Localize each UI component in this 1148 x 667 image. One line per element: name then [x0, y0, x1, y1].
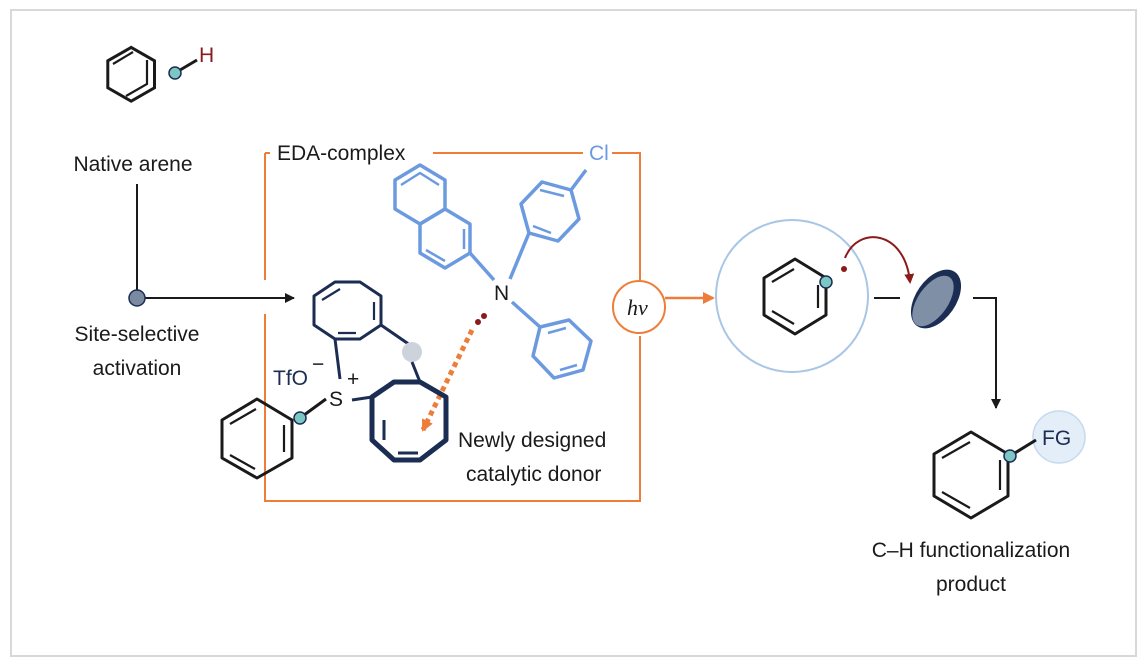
- s-lower-ring-bond: [351, 395, 373, 402]
- charge-transfer-arrow: [420, 328, 475, 432]
- sulfur-label: S: [329, 388, 343, 411]
- functional-group-label: FG: [1042, 427, 1071, 450]
- chlorophenyl-n-bond: [508, 232, 531, 280]
- triflate-label: TfO: [273, 367, 308, 390]
- lower-aryl-ring: [369, 379, 449, 463]
- trapping-reagent-face: [912, 275, 954, 327]
- eda-complex-bracket: [264, 152, 641, 502]
- light-irradiation-label: hν: [627, 295, 648, 320]
- hydrogen-label: H: [199, 44, 214, 67]
- phenyl-on-s-group: [220, 397, 294, 480]
- light-irradiation-circle: [612, 280, 666, 334]
- fg-halo: [1032, 410, 1086, 464]
- cl-bond: [569, 168, 588, 192]
- naphthyl-group: [393, 163, 472, 270]
- phenyl-on-s-bonds: [229, 408, 286, 470]
- radical-electron-dot: [841, 266, 847, 272]
- product-label-line1: C–H functionalization: [872, 539, 1070, 562]
- radical-transfer-arrow: [844, 236, 915, 284]
- upper-ring-bridge-bond: [380, 323, 411, 347]
- s-phenyl-site-dot: [293, 411, 307, 425]
- naphthyl-n-bond: [468, 251, 496, 282]
- lone-pair-dot: [481, 313, 487, 319]
- figure-frame: [10, 9, 1137, 657]
- light-nu: ν: [638, 295, 648, 320]
- product-benzene: [932, 430, 1010, 520]
- phenyl-n-bond: [510, 300, 542, 329]
- donor-label-line1: Newly designed: [458, 429, 606, 452]
- donor-label-line2: catalytic donor: [466, 463, 601, 486]
- product-label-line2: product: [936, 573, 1006, 596]
- site-selective-label-line2: activation: [93, 357, 182, 380]
- eda-complex-label: EDA-complex: [277, 142, 406, 165]
- aryl-radical-benzene: [762, 257, 828, 336]
- activation-site-dot: [168, 66, 182, 80]
- reagent-to-product-line: [973, 297, 1001, 409]
- chloro-label: Cl: [589, 142, 609, 165]
- native-arene-benzene: [106, 45, 156, 103]
- lone-pair-dot: [475, 319, 481, 325]
- activation-node: [128, 289, 146, 307]
- light-h: h: [627, 295, 638, 320]
- phenyl-on-n-group: [531, 318, 593, 380]
- site-selective-label-line1: Site-selective: [75, 323, 200, 346]
- lower-aryl-ring-bonds: [382, 420, 418, 455]
- native-arene-label: Native arene: [73, 153, 192, 176]
- aryl-radical-benzene-bonds: [771, 268, 820, 325]
- lower-ring-bridge-bond: [410, 361, 422, 383]
- upper-aryl-ring-bonds: [321, 288, 376, 335]
- chlorophenyl-group: [519, 180, 581, 243]
- bridge-site-dot: [402, 342, 422, 362]
- nitrogen-label: N: [494, 282, 509, 305]
- aryl-radical-halo: [715, 219, 869, 373]
- upper-ring-s-bond: [333, 338, 342, 380]
- sulfur-charge: +: [347, 368, 359, 391]
- product-benzene-bonds: [941, 441, 1002, 509]
- product-site-dot: [1003, 449, 1017, 463]
- upper-aryl-ring: [312, 280, 383, 341]
- triflate-charge: −: [312, 353, 324, 376]
- radical-site-dot: [819, 275, 833, 289]
